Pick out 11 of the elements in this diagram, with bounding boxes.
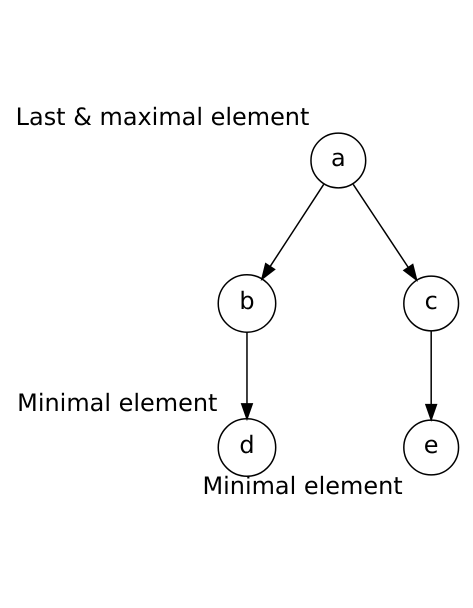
node-label: Minimal element (17, 389, 218, 418)
node-circle: e (403, 419, 460, 476)
arrow (260, 184, 324, 281)
arrow (352, 184, 418, 282)
node-label: Last & maximal element (16, 103, 310, 132)
node-circle: a (310, 132, 366, 189)
arrow (240, 332, 254, 422)
node-circle: d (218, 418, 276, 477)
node-circle: b (218, 274, 276, 333)
node-circle: c (403, 275, 460, 332)
arrow (424, 332, 438, 422)
